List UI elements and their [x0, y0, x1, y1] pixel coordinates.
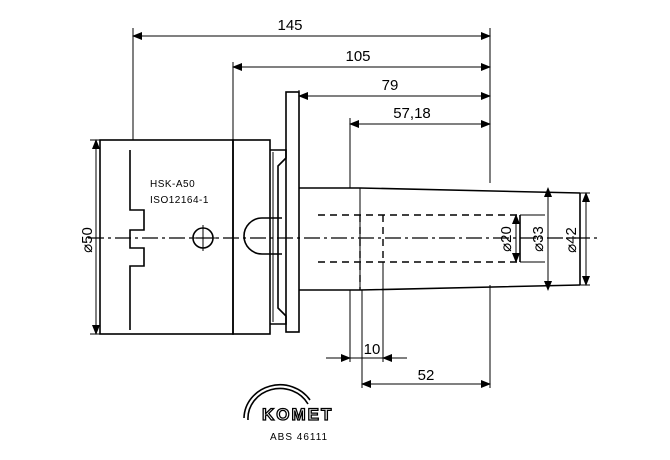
hsk-shank-body: [99, 91, 300, 335]
dim-bore-depth: 57,18: [393, 105, 431, 122]
dim-shank-length: 79: [382, 77, 399, 94]
dim-step-length: 10: [364, 341, 381, 358]
dim-diameter-bore: ⌀20: [498, 226, 515, 252]
reference-number: ABS 46111: [270, 432, 328, 443]
dim-diameter-body: ⌀50: [79, 227, 96, 253]
interface-note-line1: HSK-A50: [150, 179, 195, 190]
logo-text: KOMET: [262, 405, 333, 424]
dim-overall-length: 145: [277, 17, 302, 34]
interface-note-line2: ISO12164-1: [150, 195, 209, 206]
taper-extension: [299, 187, 581, 291]
dim-taper-length: 52: [418, 367, 435, 384]
dim-diameter-taper-large: ⌀42: [563, 227, 580, 253]
dimension-lines: [92, 32, 590, 388]
komet-logo: KOMET: [243, 384, 333, 425]
dim-flange-to-tip: 105: [345, 48, 370, 65]
dim-diameter-taper-small: ⌀33: [530, 226, 547, 252]
